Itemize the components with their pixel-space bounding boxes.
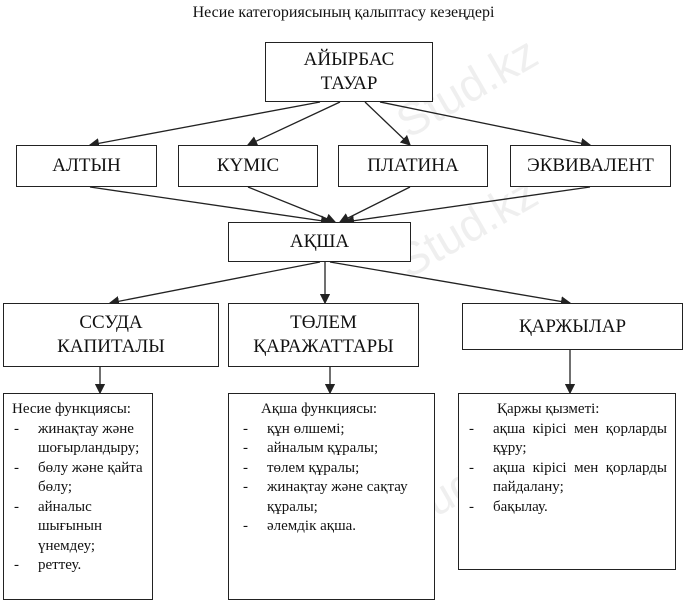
list-item: ақша кірісі мен қорларды пайдалану; [467, 459, 667, 498]
list-item: айналыс шығынын үнемдеу; [12, 498, 144, 557]
loan-capital-box: ССУДА КАПИТАЛЫ [3, 303, 219, 367]
list-heading: Қаржы қызметі: [497, 401, 600, 417]
money-box: АҚША [228, 222, 411, 262]
list-item: реттеу. [12, 556, 144, 576]
list-heading: Ақша функциясы: [261, 401, 378, 417]
silver-box: КҮМІС [178, 145, 318, 187]
list-item: бақылау. [467, 498, 667, 518]
diagram-title: Несие категориясының қалыптасу кезеңдері [192, 4, 495, 21]
list-item: құн өлшемі; [241, 420, 426, 440]
money-functions-list: Ақша функциясы: құн өлшемі;айналым құрал… [228, 393, 435, 600]
credit-functions-list: Несие функциясы: жинақтау және шоғырланд… [3, 393, 153, 600]
barter-goods-box: АЙЫРБАС ТАУАР [265, 42, 433, 102]
gold-box: АЛТЫН [16, 145, 157, 187]
list-item: жинақтау және шоғырландыру; [12, 420, 144, 459]
list-item: төлем құралы; [241, 459, 426, 479]
payment-means-box: ТӨЛЕМ ҚАРАЖАТТАРЫ [228, 303, 419, 367]
finance-box: ҚАРЖЫЛАР [462, 303, 683, 350]
list-item: айналым құралы; [241, 439, 426, 459]
equivalent-box: ЭКВИВАЛЕНТ [510, 145, 671, 187]
list-item: бөлу және қайта бөлу; [12, 459, 144, 498]
finance-service-list: Қаржы қызметі: ақша кірісі мен қорларды … [458, 393, 676, 570]
list-heading: Несие функциясы: [12, 401, 131, 417]
list-item: ақша кірісі мен қорларды құру; [467, 420, 667, 459]
list-item: әлемдік ақша. [241, 517, 426, 537]
list-item: жинақтау және сақтау құралы; [241, 478, 426, 517]
platinum-box: ПЛАТИНА [338, 145, 488, 187]
